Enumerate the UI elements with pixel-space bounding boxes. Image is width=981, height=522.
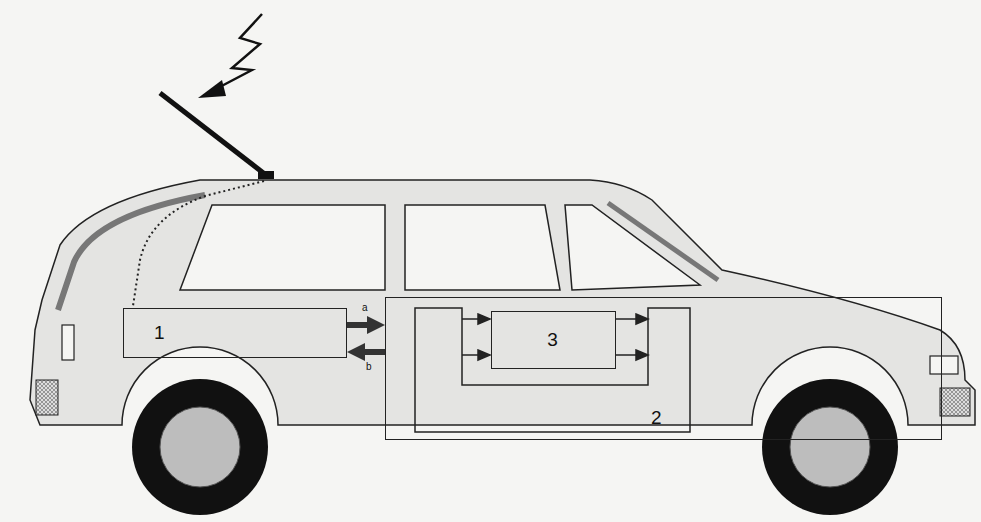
signal-label: a	[362, 303, 368, 313]
front-tyre	[762, 379, 898, 515]
inner-arrows	[462, 314, 648, 360]
signal-arrow	[347, 322, 367, 328]
rear-light	[62, 325, 74, 360]
signal-arrow	[365, 349, 385, 355]
rear-bumper	[36, 380, 58, 415]
front-hub	[790, 407, 870, 487]
callout-number: 3	[547, 330, 558, 349]
antenna-cable	[133, 181, 264, 306]
component-box: 3	[491, 311, 616, 369]
front-light	[930, 356, 958, 374]
radio-signal-head	[198, 80, 226, 98]
front-bumper	[940, 388, 970, 416]
component-box: 1	[123, 308, 347, 358]
callout-number: 1	[154, 323, 165, 342]
rear-window	[180, 205, 385, 290]
callout-number: 2	[651, 408, 662, 427]
antenna	[160, 93, 266, 175]
inner-signal-path	[415, 308, 690, 432]
radio-signal	[214, 14, 262, 90]
signal-label: b	[366, 362, 372, 372]
middle-window	[405, 205, 560, 290]
windshield-stripe	[608, 203, 718, 280]
rear-pillar-stripe	[58, 195, 205, 310]
component-box: 23	[385, 297, 942, 440]
rear-hub	[160, 407, 240, 487]
antenna-base	[258, 171, 274, 179]
rear-tyre	[132, 379, 268, 515]
